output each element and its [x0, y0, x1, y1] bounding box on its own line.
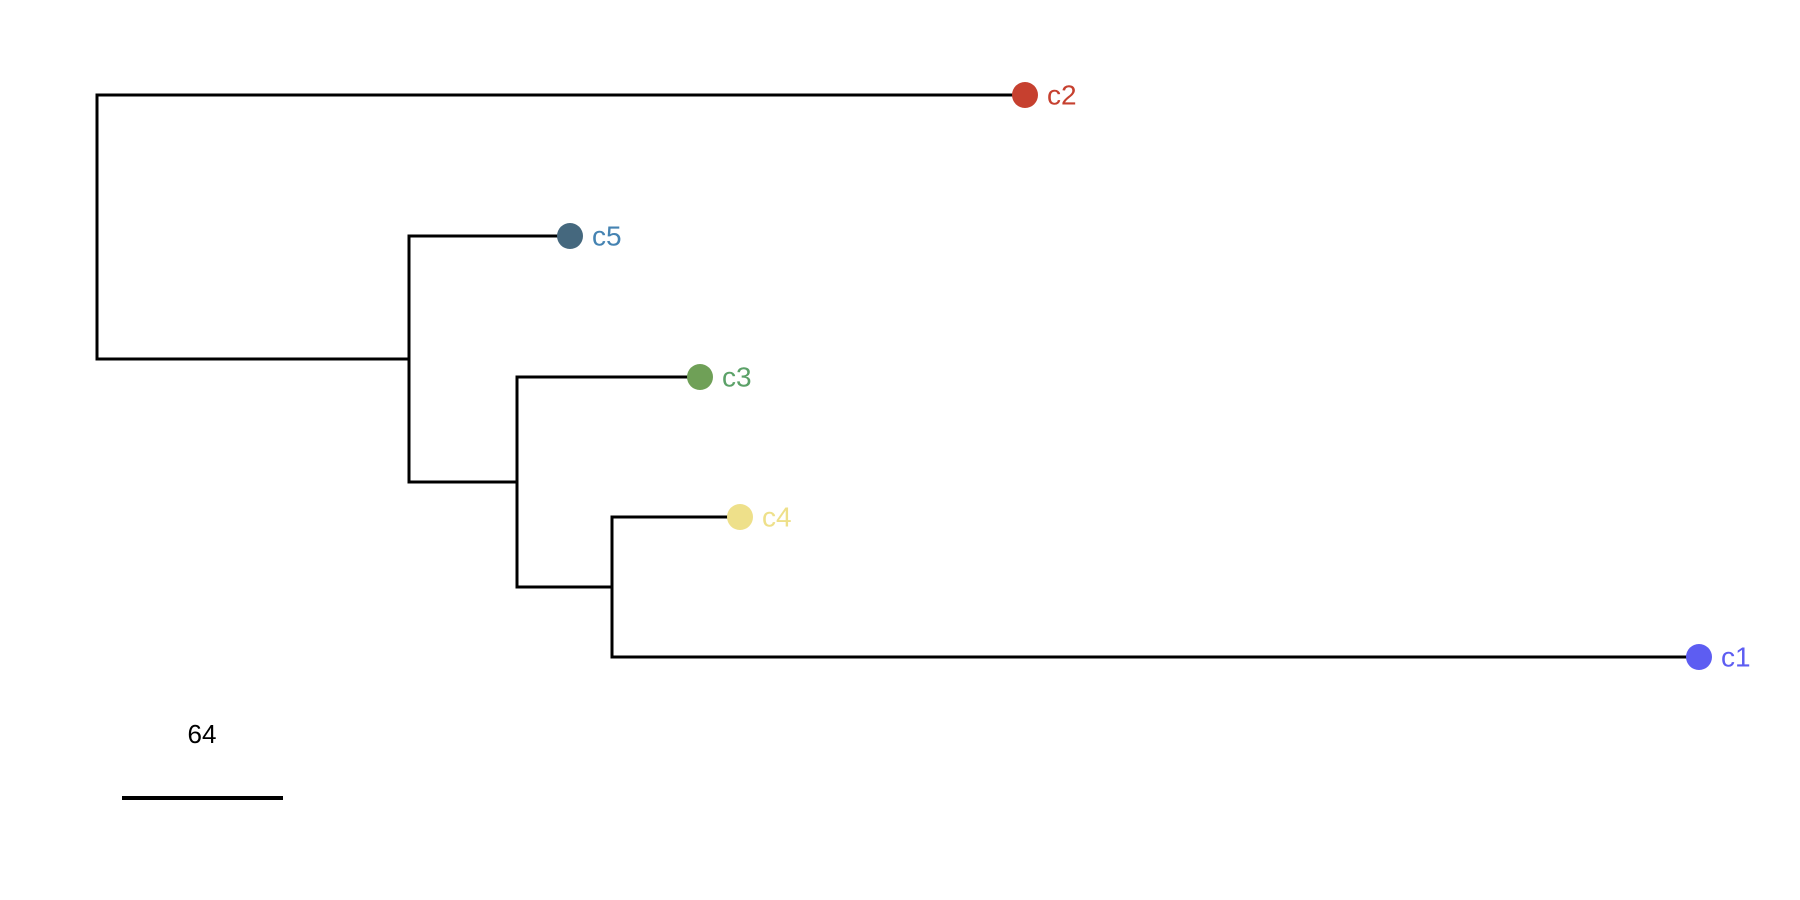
tip-dot-c1 [1686, 644, 1712, 670]
tip-label-c3: c3 [722, 362, 752, 393]
tip-label-c5: c5 [592, 221, 622, 252]
tip-label-c1: c1 [1721, 642, 1751, 673]
tip-dot-c2 [1012, 82, 1038, 108]
tip-label-c4: c4 [762, 502, 792, 533]
tip-dot-c5 [557, 223, 583, 249]
scale-bar-label: 64 [188, 719, 217, 749]
tip-label-c2: c2 [1047, 80, 1077, 111]
tip-dot-c3 [687, 364, 713, 390]
tip-dot-c4 [727, 504, 753, 530]
